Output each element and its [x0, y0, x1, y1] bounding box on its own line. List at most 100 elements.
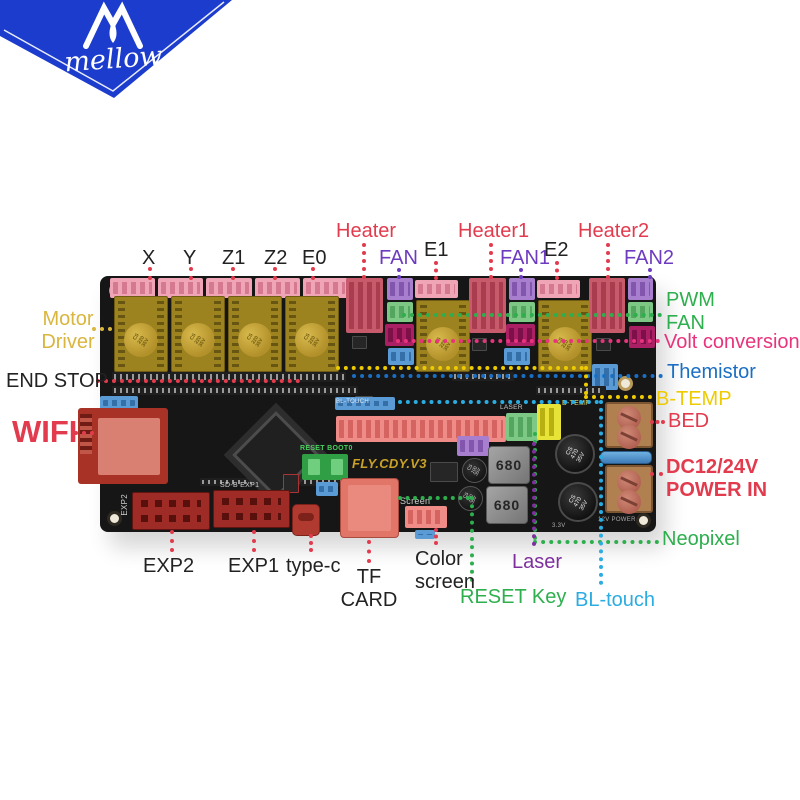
leader-b-temp: [336, 366, 584, 370]
fuse: [600, 451, 652, 464]
label-wifi: WIFI: [12, 414, 78, 449]
leader-b-temp: [584, 395, 652, 399]
leader-themistor: [352, 374, 663, 378]
driver-capacitor: CS 220 35V: [238, 323, 272, 357]
label-x: X: [142, 247, 156, 269]
leader-heater2: [606, 243, 610, 279]
leader-heater: [362, 243, 366, 279]
label-exp2: EXP2: [143, 555, 195, 577]
inductor: 680: [486, 486, 528, 524]
label-z1: Z1: [222, 247, 246, 269]
leader-motor-driver: [92, 327, 112, 331]
leader-laser: [532, 442, 536, 546]
screw: [617, 425, 641, 449]
driver-capacitor: CS 220 35V: [124, 323, 158, 357]
leader-wifi: [74, 431, 94, 435]
label-volt-conversion: Volt conversion: [664, 331, 800, 353]
label-heater2: Heater2: [578, 220, 650, 242]
brand-logo: mellow: [0, 0, 232, 98]
label-tf-card: TF CARD: [340, 566, 398, 611]
y-motor-connector: [158, 278, 204, 298]
z2-motor-connector: [254, 278, 300, 298]
label-reset-key: RESET Key: [460, 586, 567, 608]
silk-exp2: EXP2: [120, 494, 129, 516]
power-in-terminal: [605, 465, 653, 514]
pin-header-row: [536, 386, 606, 395]
boot0-button: [330, 459, 343, 475]
heater1-connector: [469, 278, 506, 333]
heater2-connector: [589, 278, 625, 333]
bed-terminal: [605, 402, 653, 449]
pin-header-row: [112, 386, 358, 395]
type-c-port: [292, 504, 320, 536]
silk-3v3: 3.3V: [552, 523, 566, 529]
pin-header-row: [112, 372, 346, 382]
wifi-shield: [98, 418, 160, 475]
leader-z1: [231, 267, 235, 280]
leader-reset-key: [398, 496, 470, 500]
label-motor-driver: Motor Driver: [41, 308, 95, 353]
stepper-driver-x: CS 220 35V: [114, 296, 168, 372]
driver-capacitor: CS 220 35V: [295, 323, 329, 357]
leader-b-temp: [584, 366, 588, 395]
leader-bed: [650, 420, 665, 424]
leader-volt-conversion: [396, 339, 660, 343]
x-motor-connector: [110, 278, 156, 298]
leader-x: [148, 267, 152, 280]
volt-conversion-connector: [629, 326, 655, 348]
thermistor-connector: [388, 348, 414, 365]
label-e2: E2: [544, 239, 569, 261]
label-z2: Z2: [264, 247, 288, 269]
leader-y: [189, 267, 193, 280]
label-color-screen: Color screen: [415, 548, 476, 593]
controller-board: CS 220 35V CS 220 35V CS 220 35V CS 220 …: [78, 276, 656, 539]
exp1-header: [213, 490, 290, 528]
thermistor-connector: [504, 348, 530, 365]
mount-hole: [636, 513, 651, 528]
capacitor-large: CS 470 35V: [558, 482, 598, 522]
capacitor-small: CS 100 35V: [462, 458, 487, 483]
wifi-module: [78, 408, 168, 484]
inductor: 680: [488, 446, 530, 484]
leader-fan2: [648, 268, 652, 279]
screw: [617, 490, 641, 514]
silk-bl-touch: BL-TOUCH: [336, 399, 369, 405]
ic-chip: [283, 474, 299, 493]
stepper-driver-e2: CS 220 35V: [538, 300, 592, 372]
mount-hole: [107, 511, 122, 526]
label-power-in: DC12/24V POWER IN: [666, 456, 768, 501]
reset-key-connector: [415, 530, 435, 539]
label-pwm-fan: PWM FAN: [666, 289, 715, 334]
silk-laser: LASER: [500, 404, 523, 411]
silk-reset-boot0: RESET BOOT0: [300, 445, 353, 452]
leader-e2: [555, 261, 559, 280]
leader-fan1: [519, 268, 523, 279]
label-end-stop: END STOP: [6, 370, 108, 392]
driver-capacitor: CS 220 35V: [548, 327, 582, 361]
fan2-connector: [628, 278, 653, 300]
leader-bl-touch: [398, 400, 599, 404]
leader-e1: [434, 261, 438, 280]
exp2-header: [132, 492, 210, 530]
label-bed: BED: [668, 410, 710, 432]
stepper-driver-z2: CS 220 35V: [285, 296, 339, 372]
b-temp-connector: [537, 404, 561, 440]
label-fan2: FAN2: [624, 247, 675, 269]
endstop-connector: [100, 396, 138, 410]
leader-z2: [273, 267, 277, 280]
leader-exp2: [170, 530, 174, 552]
label-fan1: FAN1: [500, 247, 551, 269]
label-fan: FAN: [379, 247, 418, 269]
pwm-fan-connector: [387, 302, 413, 322]
laser-connector: [506, 413, 539, 441]
label-heater1: Heater1: [458, 220, 530, 242]
leader-power-in: [650, 472, 663, 476]
e2-motor-connector: [537, 280, 580, 298]
mount-hole: [618, 376, 633, 391]
driver-capacitor: CS 220 35V: [426, 327, 460, 361]
label-e1: E1: [424, 239, 449, 261]
blue-jumper: [316, 482, 338, 496]
stepper-driver-e1: CS 220 35V: [416, 300, 470, 372]
label-heater: Heater: [336, 220, 397, 242]
